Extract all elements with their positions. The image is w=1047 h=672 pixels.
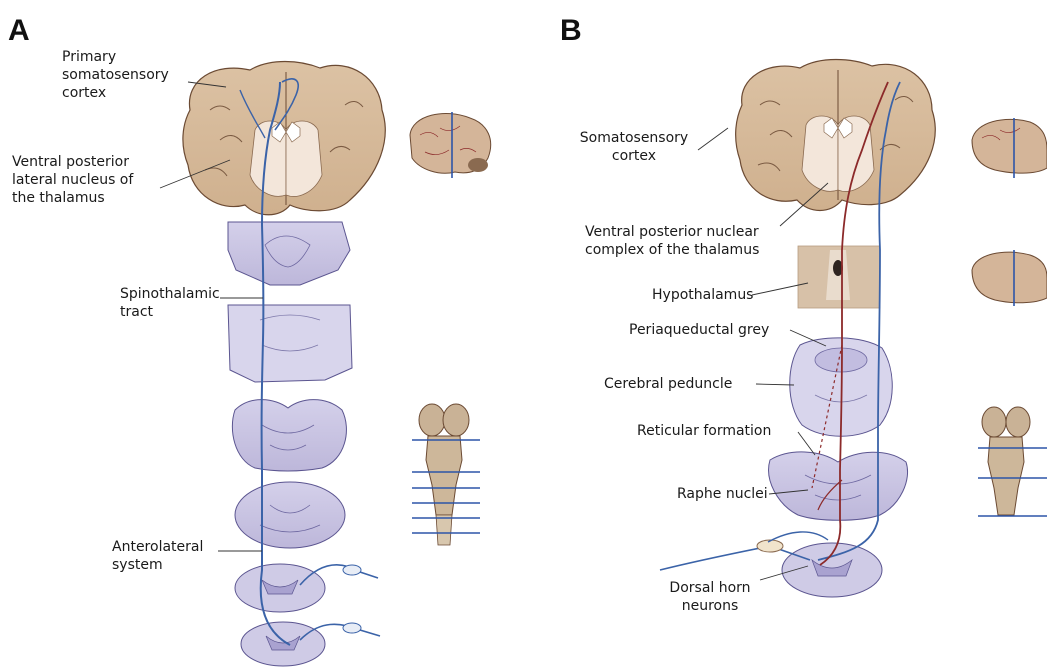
hypothalamus-section-b (798, 246, 880, 308)
label-periaqueductal-grey: Periaqueductal grey (629, 321, 769, 339)
label-line: Ventral posterior nuclear (585, 223, 759, 241)
panel-letter-a: A (8, 14, 30, 48)
label-line: cortex (62, 84, 169, 102)
section-medulla-a (232, 400, 346, 471)
brainstem-inset-b (978, 407, 1047, 516)
section-spinal-cord-2-a (241, 622, 325, 666)
label-vp-nuclear-complex: Ventral posterior nuclear complex of the… (585, 223, 759, 259)
brain-inset-b-2 (972, 250, 1047, 306)
coronal-brain-section-a (183, 62, 385, 215)
label-line: complex of the thalamus (585, 241, 759, 259)
label-cerebral-peduncle: Cerebral peduncle (604, 375, 732, 393)
label-anterolateral-system: Anterolateral system (112, 538, 203, 574)
label-line: Somatosensory (564, 129, 704, 147)
label-line: system (112, 556, 203, 574)
coronal-brain-section-b (736, 60, 936, 211)
brain-inset-a (410, 112, 491, 178)
section-caudal-medulla-a (235, 482, 345, 548)
label-line: Dorsal horn (660, 579, 760, 597)
section-spinal-cord-b (782, 543, 882, 597)
brainstem-inset-a (412, 404, 480, 545)
section-spinal-cord-1-a (235, 564, 325, 612)
label-line: Anterolateral (112, 538, 203, 556)
panel-letter-b: B (560, 14, 582, 48)
label-line: Ventral posterior (12, 153, 133, 171)
label-line: neurons (660, 597, 760, 615)
section-midbrain-a (228, 222, 350, 285)
label-line: lateral nucleus of (12, 171, 133, 189)
label-line: Primary (62, 48, 169, 66)
label-line: tract (120, 303, 220, 321)
label-line: cortex (564, 147, 704, 165)
label-vpl-nucleus: Ventral posterior lateral nucleus of the… (12, 153, 133, 207)
label-somatosensory-cortex: Somatosensory cortex (564, 129, 704, 165)
label-dorsal-horn-neurons: Dorsal horn neurons (660, 579, 760, 615)
label-line: Spinothalamic (120, 285, 220, 303)
label-hypothalamus: Hypothalamus (652, 286, 753, 304)
label-line: the thalamus (12, 189, 133, 207)
label-reticular-formation: Reticular formation (637, 422, 771, 440)
brain-inset-b-1 (972, 118, 1047, 178)
label-spinothalamic-tract: Spinothalamic tract (120, 285, 220, 321)
label-line: somatosensory (62, 66, 169, 84)
label-raphe-nuclei: Raphe nuclei (677, 485, 768, 503)
section-pons-a (228, 305, 352, 382)
label-primary-somatosensory-cortex: Primary somatosensory cortex (62, 48, 169, 102)
section-medulla-b (769, 452, 908, 520)
panel-a (160, 62, 491, 667)
